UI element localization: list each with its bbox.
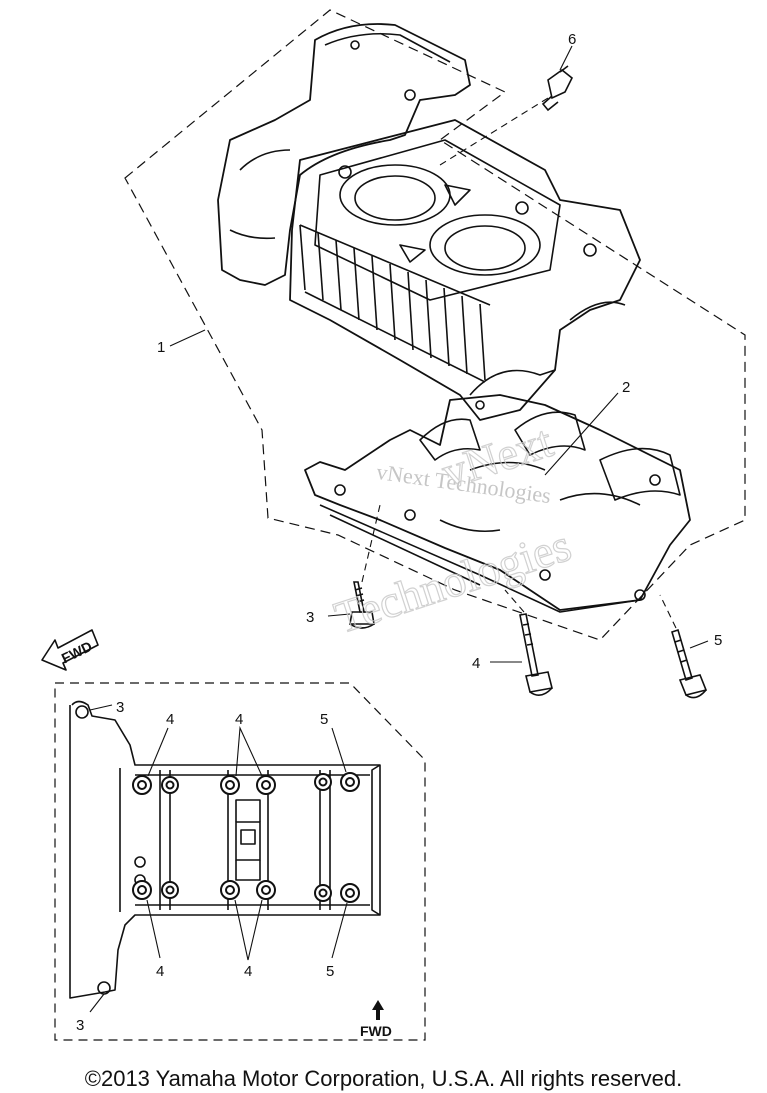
crankcase-exploded-diagram: 1 2 6 3 4 5 FWD (41, 9, 746, 1041)
inset-callout-4-center-top: 4 (235, 711, 243, 728)
lower-crankcase (304, 394, 691, 613)
inset-callout-3-bottom: 3 (76, 1017, 84, 1034)
inset-callout-3-top: 3 (116, 699, 124, 716)
fitting-part-6 (541, 65, 574, 112)
inset-fwd-indicator: FWD (360, 1000, 392, 1039)
fwd-arrow-label: FWD (59, 638, 95, 666)
callout-3: 3 (306, 609, 314, 626)
inset-callout-5-bottom: 5 (326, 963, 334, 980)
upper-crankcase (217, 23, 641, 421)
callout-4: 4 (472, 655, 480, 672)
callout-1: 1 (157, 339, 165, 356)
callout-5: 5 (714, 632, 722, 649)
inset-boundary-dashed (54, 682, 426, 1041)
fwd-arrow-icon: FWD (41, 629, 99, 671)
leader-lines (169, 45, 709, 663)
copyright-notice: ©2013 Yamaha Motor Corporation, U.S.A. A… (84, 1066, 683, 1091)
inset-fwd-label: FWD (360, 1023, 392, 1039)
callout-2: 2 (622, 379, 630, 396)
bolt-part-4 (519, 613, 553, 696)
inset-callout-4-left-bottom: 4 (156, 963, 164, 980)
assembly-boundary-dashed (124, 9, 746, 641)
inset-bolt-heads (132, 772, 360, 903)
bolt-part-5 (671, 628, 708, 699)
inset-callout-5-top: 5 (320, 711, 328, 728)
inset-leader-lines (89, 704, 348, 1013)
vnext-watermark: vNext Technologies vNext Technologies (328, 415, 578, 644)
callout-6: 6 (568, 31, 576, 48)
bolt-part-3 (349, 581, 375, 629)
watermark-text-line3: Technologies (329, 519, 577, 643)
inset-callout-4-center-bottom: 4 (244, 963, 252, 980)
inset-callout-4-left-top: 4 (166, 711, 174, 728)
